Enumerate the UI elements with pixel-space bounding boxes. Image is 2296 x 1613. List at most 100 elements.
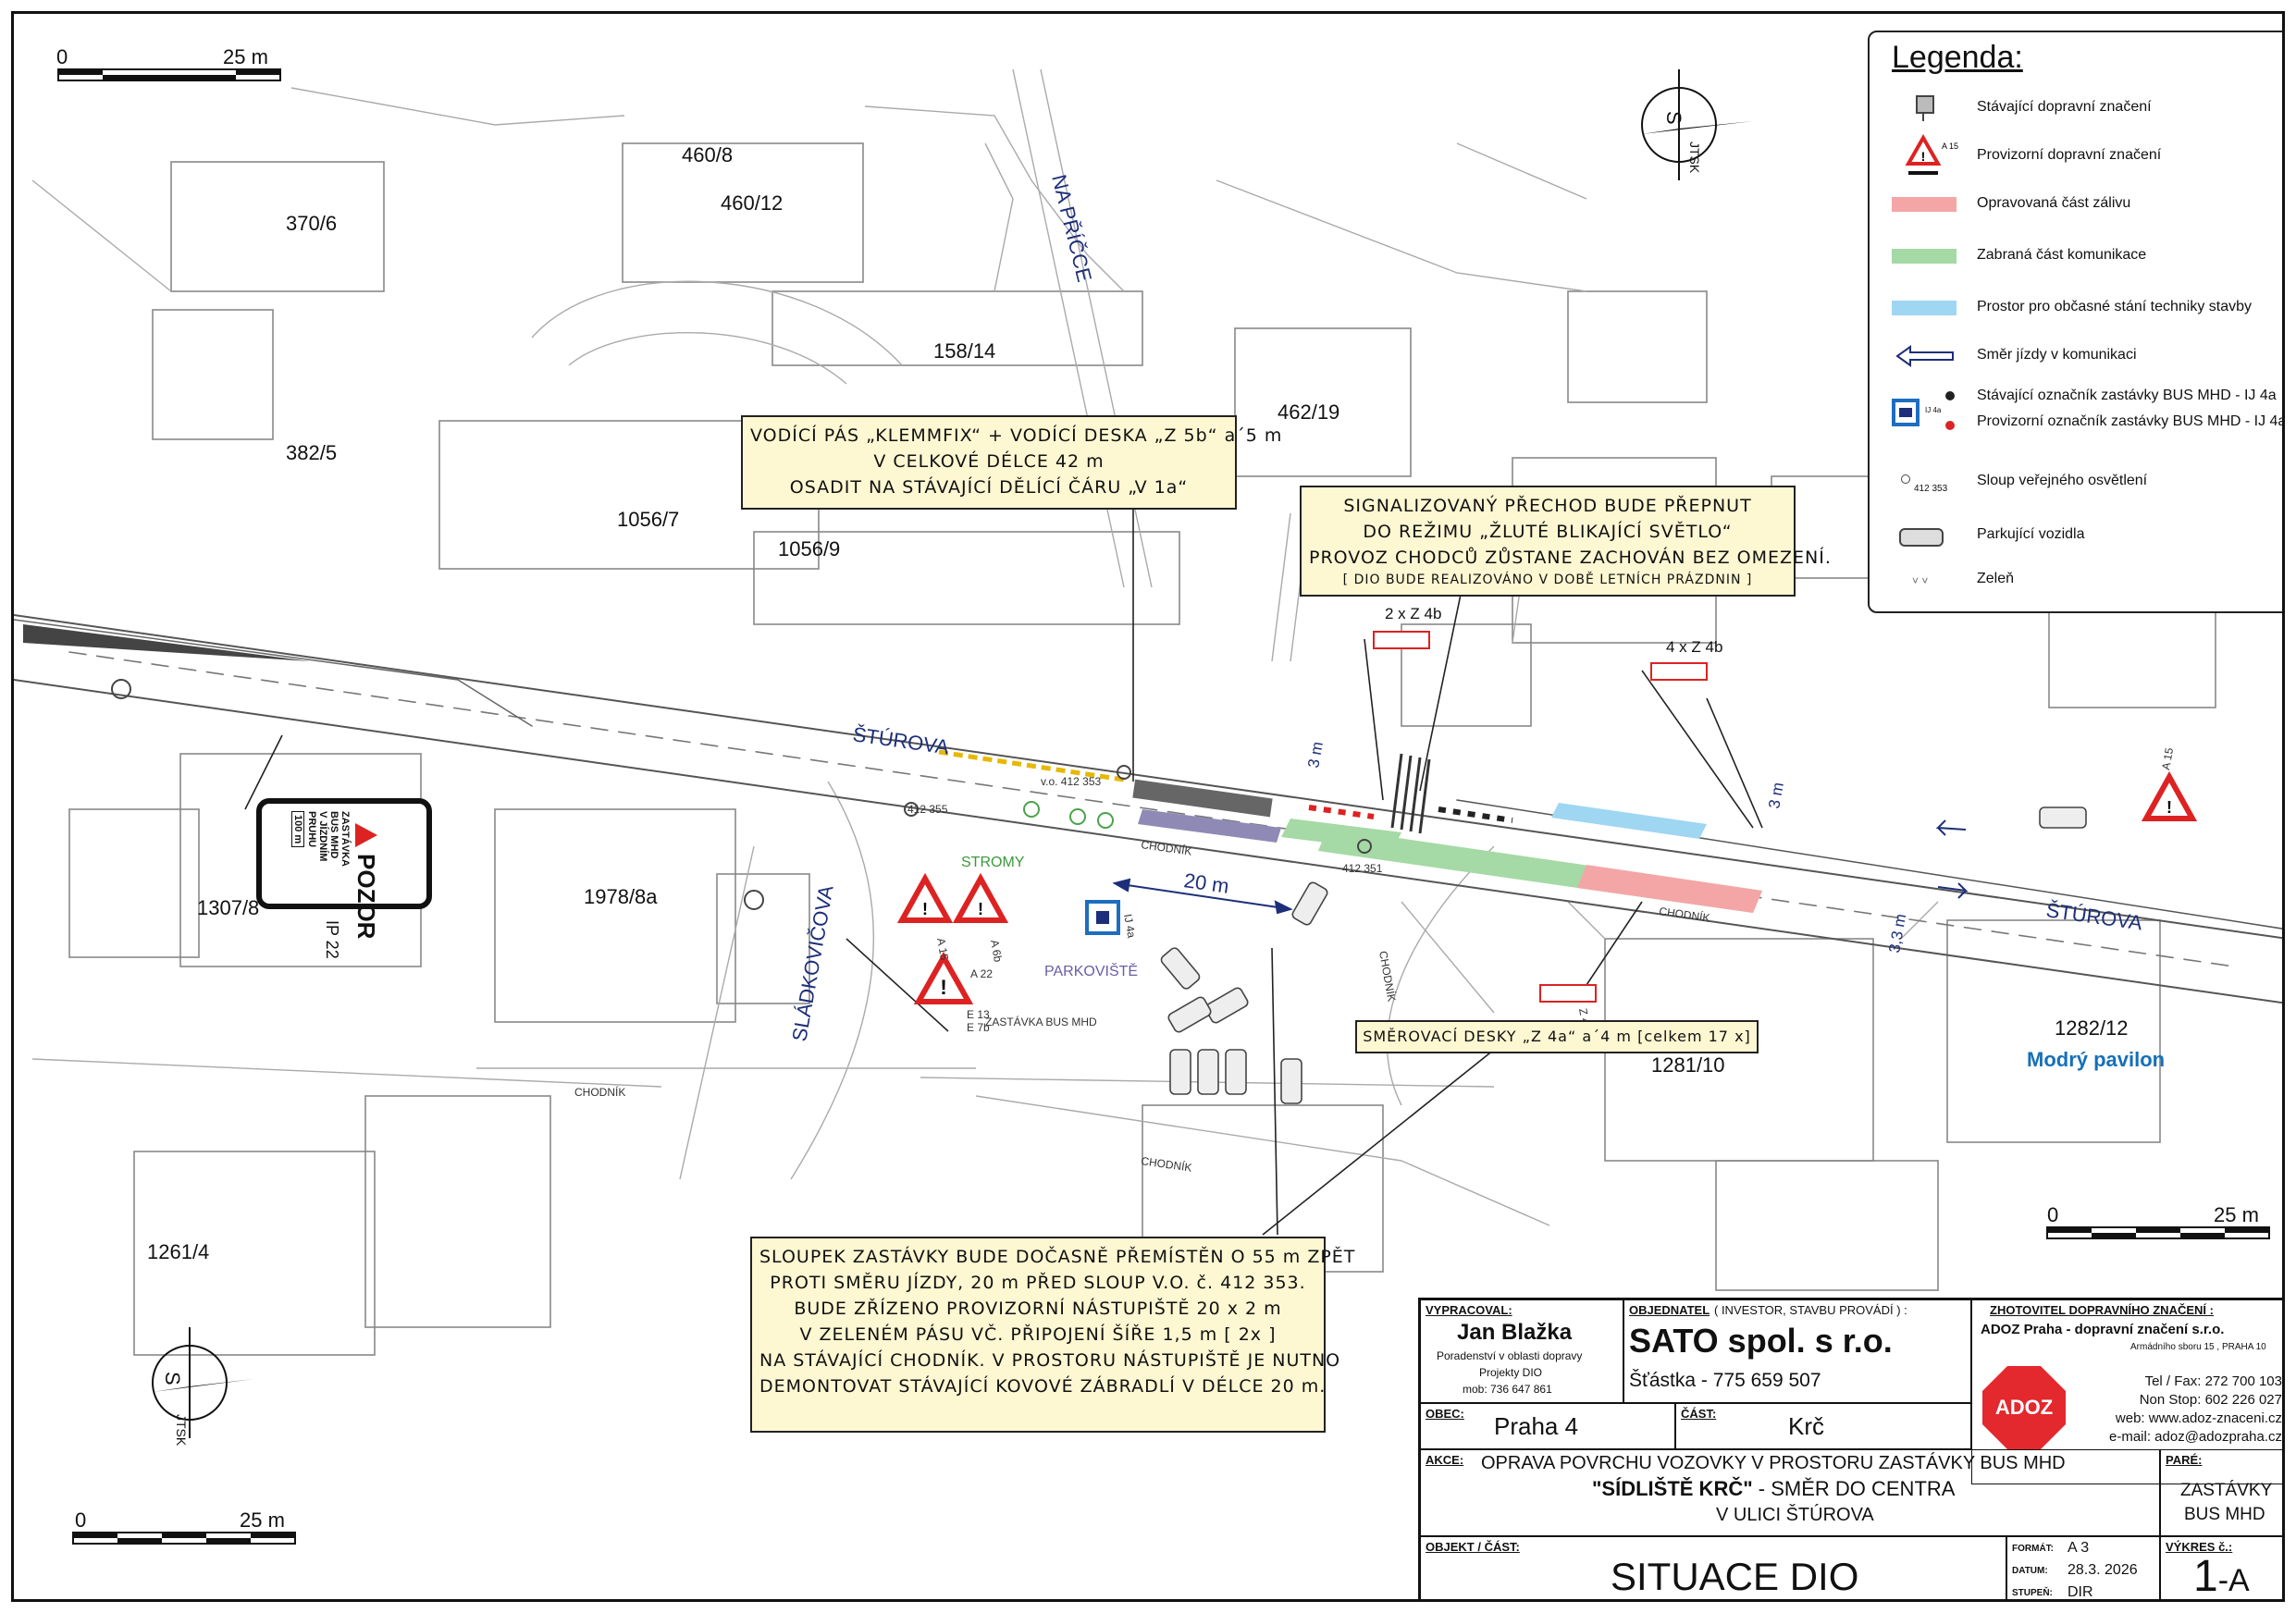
contractor-email: e-mail: adoz@adozpraha.cz: [2109, 1429, 2282, 1445]
bus-shelter: [1132, 779, 1273, 818]
compass-north-1: S: [1662, 111, 1685, 125]
sign-a22: !: [913, 951, 974, 1004]
parcel-label: 158/14: [933, 339, 995, 363]
dimension-3m-b: 3 m: [1765, 781, 1787, 809]
adoz-logo: ADOZ: [1982, 1366, 2066, 1449]
legend-item-lamp: 412 353 Sloup veřejného osvětlení: [1888, 467, 2282, 504]
street-sladkovicova: SLÁDKOVIČOVA: [787, 883, 837, 1043]
objednatel-label: OBJEDNATEL: [1629, 1303, 1710, 1317]
crosswalk: [1390, 753, 1431, 834]
repaired-bay-zone: [1577, 865, 1762, 913]
direction-arrows: [1935, 819, 1969, 899]
scale-start-1: 0: [56, 45, 68, 68]
vykres-number: 1-A: [2193, 1552, 2250, 1601]
dimension-33m: 3,3 m: [1885, 913, 1909, 954]
sidewalk-label: CHODNÍK: [1376, 950, 1399, 1003]
street-sturova-2: ŠTÚROVA: [2044, 898, 2143, 934]
vypracoval-label: VYPRACOVAL:: [1426, 1303, 1512, 1317]
obec-label: OBEC:: [1426, 1407, 1464, 1421]
author-role-1: Poradenství v oblasti dopravy: [1437, 1349, 1583, 1362]
scale-start-2: 0: [2047, 1203, 2058, 1226]
legend-panel: Legenda: Stávající dopravní značení ! A …: [1868, 31, 2282, 613]
svg-text:!: !: [2166, 798, 2172, 817]
format-value: A 3: [2068, 1540, 2090, 1556]
pozor-sign: POZOR ZASTÁVKA BUS MHD V JÍZDNÍM PRUHU 1…: [256, 798, 432, 939]
drawing-sheet: ! ! ! !: [11, 11, 2285, 1602]
sign-a6b: !: [952, 872, 1009, 923]
datum-label: DATUM:: [2012, 1566, 2048, 1576]
sign-code-e7b: E 7b: [967, 1021, 990, 1034]
direction-arrow-icon: [1888, 338, 1962, 375]
parcel-label: 460/8: [682, 143, 733, 166]
cast-label: ČÁST:: [1681, 1407, 1717, 1421]
pole-label: 412 351: [1342, 862, 1383, 875]
sign-count-2xz4b: 2 x Z 4b: [1385, 605, 1441, 622]
sign-code-a15-right: A 15: [2159, 746, 2176, 770]
stupen-label: STUPEŇ:: [2012, 1588, 2053, 1598]
sign-code-e13: E 13: [967, 1008, 990, 1021]
legend-item-machinery: Prostor pro občasné stání techniky stavb…: [1888, 289, 2282, 326]
format-label: FORMÁT:: [2012, 1544, 2054, 1554]
objekt-label: OBJEKT / ČÁST:: [1426, 1540, 1520, 1554]
pozor-title: POZOR: [352, 854, 380, 940]
legend-item-cars: Parkující vozidla: [1888, 519, 2282, 556]
median-hatch: [23, 624, 310, 661]
legend-item-closed: Zabraná část komunikace: [1888, 238, 2282, 275]
author-phone: mob: 736 647 861: [1463, 1383, 1552, 1396]
pozor-text: ZASTÁVKA BUS MHD V JÍZDNÍM PRUHU 100 m: [291, 811, 351, 867]
car-icon: [1888, 519, 1962, 556]
site-plan-map: ! ! ! !: [14, 45, 2282, 1545]
greenery-icon: ˅ ˅: [1912, 574, 1929, 587]
street-lamps: [111, 679, 1372, 910]
cast-value: Krč: [1788, 1412, 1824, 1440]
svg-text:!: !: [978, 900, 983, 918]
warning-signs: ! ! ! !: [896, 631, 2198, 1004]
contractor-address: Armádního sboru 15 , PRAHA 10: [2130, 1342, 2266, 1352]
sign-z4b-pair: [1373, 631, 1708, 1003]
pozor-triangle-icon: [355, 823, 377, 847]
akce-label: AKCE:: [1426, 1453, 1464, 1467]
legend-item-existing-stop: IJ 4a Stávající označník zastávky BUS MH…: [1888, 386, 2282, 437]
datum-value: 28.3. 2026: [2068, 1562, 2138, 1578]
author-role-2: Projekty DIO: [1479, 1366, 1543, 1379]
parcel-label: 1282/12: [2055, 1016, 2129, 1040]
bus-stop-sign: [1085, 900, 1120, 935]
legend-title: Legenda:: [1892, 40, 2023, 75]
compass-north-2: S: [161, 1372, 184, 1385]
klemmfix-belt: [938, 749, 1125, 782]
lamp-icon: 412 353: [1888, 467, 1962, 504]
vo-label: v.o. 412 353: [1041, 775, 1101, 788]
scale-bar-top-left: [57, 68, 281, 81]
pare-label: PARÉ:: [2166, 1453, 2203, 1467]
akce-line-3: V ULICI ŠTÚROVA: [1716, 1505, 1874, 1525]
parcel-label: 1261/4: [147, 1240, 209, 1263]
parked-cars: [1160, 806, 2087, 1104]
sidewalk-label: CHODNÍK: [574, 1085, 625, 1099]
legend-item-repaired: Opravovaná část zálivu: [1888, 186, 2282, 223]
parcel-label: 1978/8a: [584, 885, 658, 908]
objednatel-hint: ( INVESTOR, STAVBU PROVÁDÍ ) :: [1714, 1303, 1907, 1317]
note-smerovaci: SMĚROVACÍ DESKY „Z 4a“ a´4 m [celkem 17 …: [1355, 1020, 1759, 1053]
author-name: Jan Blažka: [1457, 1320, 1573, 1345]
compass-system-1: JTSK: [1687, 142, 1702, 174]
obec-value: Praha 4: [1494, 1412, 1579, 1440]
sign-code-ij4a: IJ 4a: [1121, 913, 1138, 939]
barrier-red-white: [1308, 805, 1513, 823]
trees-label: STROMY: [961, 855, 1025, 870]
compass-bottom: [152, 1327, 254, 1438]
pole-label: 412 355: [907, 803, 948, 816]
sign-code-ip22: IP 22: [323, 920, 341, 959]
sidewalk-label: CHODNÍK: [1141, 1153, 1193, 1175]
work-zones: [1138, 803, 1762, 913]
leader-lines: [244, 506, 1763, 1236]
contractor-tel: Tel / Fax: 272 700 103: [2144, 1373, 2282, 1389]
sign-a15-left: !: [896, 872, 954, 923]
legend-item-greenery: ˅ ˅ Zeleň: [1888, 561, 2282, 598]
dimension-3m-a: 3 m: [1304, 740, 1327, 769]
svg-text:!: !: [922, 900, 928, 918]
objekt-value: SITUACE DIO: [1611, 1555, 1859, 1598]
note-sloupek: SLOUPEK ZASTÁVKY BUDE DOČASNĚ PŘEMÍSTĚN …: [750, 1237, 1354, 1433]
parking-label: PARKOVIŠTĚ: [1044, 962, 1138, 979]
contractor-web: web: www.adoz-znaceni.cz: [2115, 1410, 2282, 1426]
compass-top: [1641, 69, 1753, 180]
